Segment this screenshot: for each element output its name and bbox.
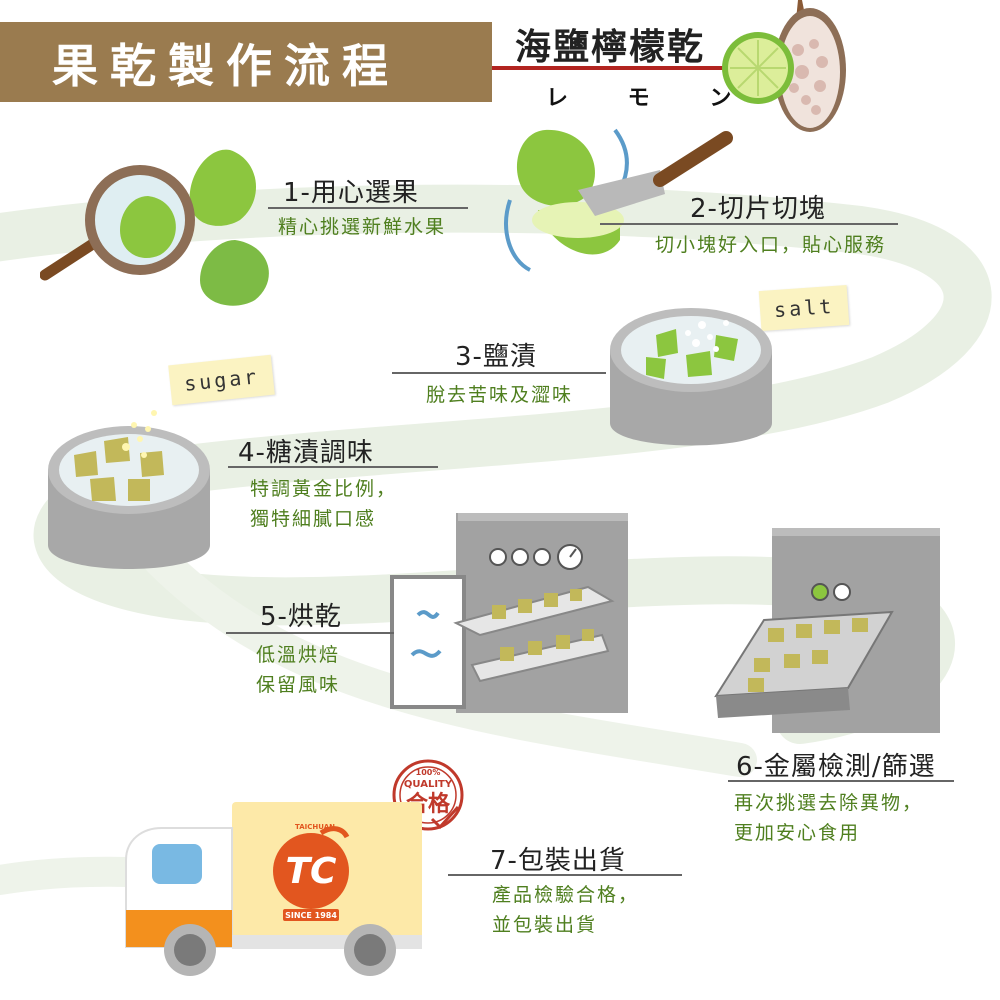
step-3-title: 3-鹽漬	[455, 342, 537, 372]
step-2-title: 2-切片切塊	[690, 194, 826, 224]
salt-pot-icon	[610, 308, 772, 446]
step-6-desc-line-1: 再次挑選去除異物，	[734, 792, 924, 814]
logo-arc: TAICHUAN	[295, 823, 335, 831]
step-7-desc-line-2: 並包裝出貨	[492, 914, 598, 936]
step-5-desc-line-2: 保留風味	[256, 674, 341, 696]
step-5-divider	[226, 632, 394, 634]
step-1-title: 1-用心選果	[283, 178, 419, 208]
step-6-desc-line-2: 更加安心食用	[734, 822, 861, 844]
salt-spoon-icon	[722, 0, 846, 132]
step-1-desc: 精心挑選新鮮水果	[278, 216, 447, 238]
step-3-divider	[392, 372, 606, 374]
magnifier-icon	[40, 149, 269, 306]
logo-letters: TC	[286, 851, 338, 892]
logo-since: SINCE 1984	[285, 911, 337, 920]
step-2-divider	[600, 223, 898, 225]
step-5-desc-line-1: 低溫烘焙	[256, 644, 341, 666]
step-3-desc: 脫去苦味及澀味	[426, 384, 574, 406]
title-banner	[0, 22, 492, 102]
stamp-middle: QUALITY	[404, 779, 453, 790]
process-title: 果乾製作流程	[52, 39, 400, 93]
product-katakana: レ モ ン	[546, 86, 758, 111]
title-underline	[492, 66, 752, 70]
step-4-title: 4-糖漬調味	[238, 438, 374, 468]
oven-icon	[390, 513, 628, 713]
step-7-desc-line-1: 產品檢驗合格，	[492, 884, 640, 906]
step-7-title: 7-包裝出貨	[490, 846, 626, 876]
step-1-divider	[268, 207, 468, 209]
knife-icon	[504, 128, 733, 272]
step-4-desc-line-1: 特調黃金比例，	[250, 478, 398, 500]
step-6-title: 6-金屬檢測/篩選	[736, 752, 936, 782]
step-6-divider	[728, 780, 954, 782]
step-4-divider	[228, 466, 438, 468]
step-4-desc-line-2: 獨特細膩口感	[250, 508, 377, 530]
step-7-divider	[448, 874, 682, 876]
product-name: 海鹽檸檬乾	[515, 27, 706, 68]
stamp-top: 100%	[416, 768, 441, 777]
step-5-title: 5-烘乾	[260, 602, 342, 632]
sugar-pot-icon	[48, 410, 210, 569]
metal-detector-icon	[714, 528, 940, 733]
logo-icon: TC TAICHUAN SINCE 1984	[273, 823, 350, 921]
step-2-desc: 切小塊好入口，貼心服務	[655, 234, 887, 256]
